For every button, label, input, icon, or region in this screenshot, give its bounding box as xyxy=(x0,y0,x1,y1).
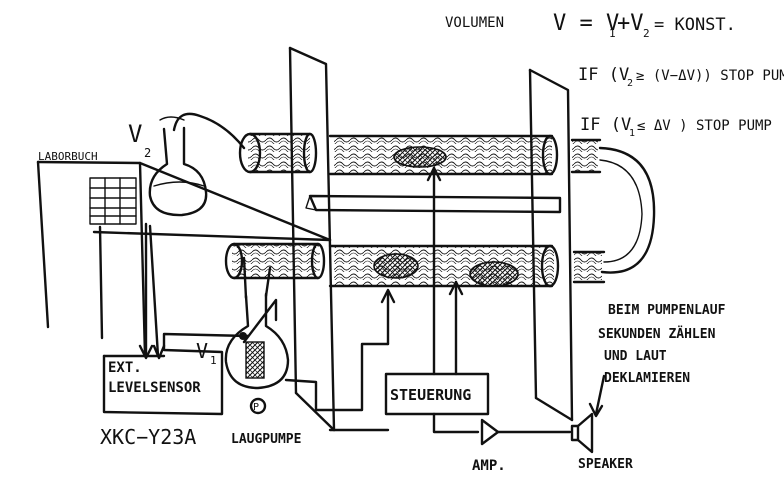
rule-2-head: IF (V xyxy=(580,115,631,135)
level-sensor-label: LEVELSENSOR xyxy=(108,380,201,396)
left-panel xyxy=(288,46,336,432)
pump-icon: P xyxy=(249,397,267,415)
flask-v1 xyxy=(224,256,290,390)
volume-label: VOLUMEN xyxy=(445,15,504,31)
volume-sub-2: 2 xyxy=(643,27,650,40)
note-line-3: UND LAUT xyxy=(604,349,667,364)
note-line-1: BEIM PUMPENLAUF xyxy=(608,303,726,318)
laborbuch-label: LABORBUCH xyxy=(38,150,98,163)
v1-sub: 1 xyxy=(210,354,217,367)
v2-label: V xyxy=(128,120,142,148)
rule-1-sub: 2 xyxy=(627,78,633,89)
level-sensor-box xyxy=(102,332,250,416)
rule-1-tail: ≥ (V−ΔV)) STOP PUMP xyxy=(636,68,784,84)
controller-box xyxy=(384,372,490,416)
volume-tail: = KONST. xyxy=(654,15,736,35)
float-lower-right xyxy=(469,261,519,287)
arrow-note-speaker xyxy=(594,374,606,416)
flask-v2 xyxy=(148,116,208,217)
stop-rule-2: IF (V 1 ≤ ΔV ) STOP PUMP xyxy=(580,115,772,139)
note-line-4: DEKLAMIEREN xyxy=(604,371,690,386)
v2-sub: 2 xyxy=(144,146,151,160)
lab-table xyxy=(36,160,332,358)
lower-tube xyxy=(224,242,606,288)
float-upper xyxy=(393,146,447,168)
loop-hose xyxy=(598,146,656,274)
speaker-note: BEIM PUMPENLAUF SEKUNDEN ZÄHLEN UND LAUT… xyxy=(598,303,726,386)
upper-tube xyxy=(238,132,602,176)
speaker-label: SPEAKER xyxy=(578,457,633,472)
volume-formula: VOLUMEN V = V 1 +V 2 = KONST. xyxy=(445,11,736,40)
rule-2-sub: 1 xyxy=(629,128,635,139)
amp-icon xyxy=(480,418,500,446)
float-lower-left xyxy=(373,253,419,279)
rule-2-tail: ≤ ΔV ) STOP PUMP xyxy=(637,118,772,134)
note-line-2: SEKUNDEN ZÄHLEN xyxy=(598,326,716,342)
controller-label: STEUERUNG xyxy=(390,386,471,404)
ext-label: EXT. xyxy=(108,360,142,376)
pump-symbol: P xyxy=(253,402,259,413)
hose-v2 xyxy=(172,112,246,150)
sensor-model: XKC−Y23A xyxy=(100,425,196,449)
middle-plate xyxy=(305,194,562,214)
rule-1-head: IF (V xyxy=(578,65,629,85)
volume-sub-1: 1 xyxy=(609,27,616,40)
speaker-icon xyxy=(570,412,594,454)
amp-label: AMP. xyxy=(472,458,506,474)
volume-eq: V = V xyxy=(553,11,619,36)
lab-notebook xyxy=(89,177,137,225)
pump-label: LAUGPUMPE xyxy=(231,432,301,447)
stop-rule-1: IF (V 2 ≥ (V−ΔV)) STOP PUMP xyxy=(578,65,784,89)
volume-plus: +V xyxy=(617,11,644,36)
right-panel xyxy=(528,68,574,422)
